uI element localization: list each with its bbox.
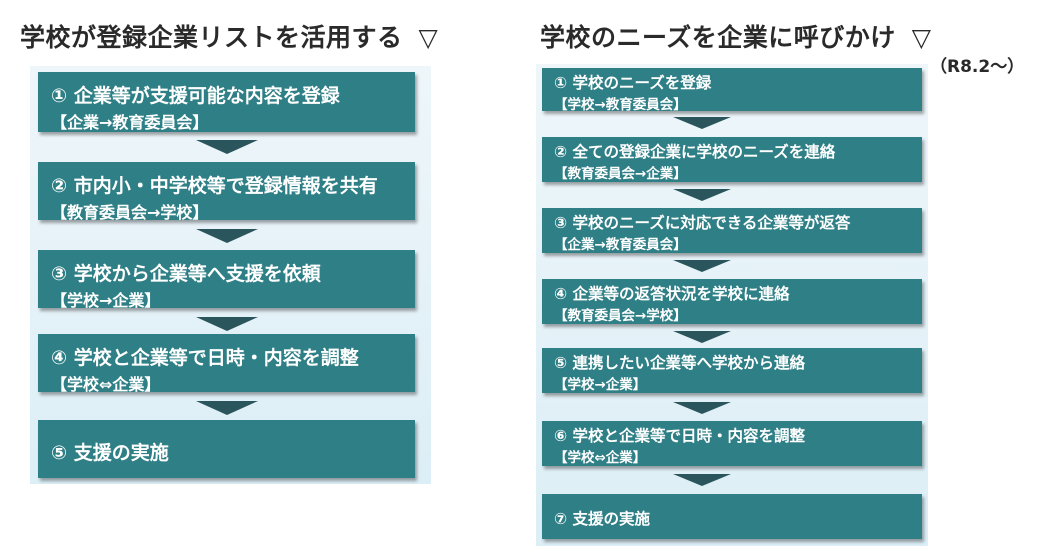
right-step-1-title: ① 学校のニーズを登録 bbox=[554, 74, 712, 92]
left-step-3-route: 【学校→企業】 bbox=[51, 291, 161, 310]
right-arrow-6 bbox=[673, 474, 731, 486]
right-flow-title-marker: ▽ bbox=[911, 23, 932, 52]
right-step-2-route: 【教育委員会→企業】 bbox=[554, 166, 687, 182]
left-step-4-route: 【学校⇔企業】 bbox=[51, 375, 161, 394]
left-step-1: ① 企業等が支援可能な内容を登録 【企業→教育委員会】 bbox=[38, 72, 415, 132]
right-step-6: ⑥ 学校と企業等で日時・内容を調整 【学校⇔企業】 bbox=[542, 421, 922, 466]
left-flow-title-marker: ▽ bbox=[418, 23, 439, 52]
right-flow-title-text: 学校のニーズを企業に呼びかけ bbox=[540, 23, 896, 52]
right-arrow-1 bbox=[673, 117, 731, 129]
right-flow-date-note: （R8.2～） bbox=[930, 57, 1025, 77]
left-step-3: ③ 学校から企業等へ支援を依頼 【学校→企業】 bbox=[38, 250, 415, 310]
right-step-2: ② 全ての登録企業に学校のニーズを連絡 【教育委員会→企業】 bbox=[542, 137, 922, 182]
left-step-2-route: 【教育委員会→学校】 bbox=[51, 203, 209, 222]
left-step-2-title: ② 市内小・中学校等で登録情報を共有 bbox=[51, 175, 378, 197]
left-step-2: ② 市内小・中学校等で登録情報を共有 【教育委員会→学校】 bbox=[38, 162, 415, 222]
right-step-5-route: 【学校→企業】 bbox=[554, 377, 647, 393]
right-step-5: ⑤ 連携したい企業等へ学校から連絡 【学校→企業】 bbox=[542, 348, 922, 393]
left-step-1-route: 【企業→教育委員会】 bbox=[51, 113, 209, 132]
left-step-1-title: ① 企業等が支援可能な内容を登録 bbox=[51, 85, 340, 107]
right-step-2-title: ② 全ての登録企業に学校のニーズを連絡 bbox=[554, 143, 836, 161]
left-step-5-title: ⑤ 支援の実施 bbox=[51, 442, 169, 464]
left-arrow-4 bbox=[196, 401, 258, 415]
left-step-5: ⑤ 支援の実施 bbox=[38, 420, 415, 478]
right-step-5-title: ⑤ 連携したい企業等へ学校から連絡 bbox=[554, 354, 806, 372]
left-step-4: ④ 学校と企業等で日時・内容を調整 【学校⇔企業】 bbox=[38, 334, 415, 394]
left-arrow-2 bbox=[196, 229, 258, 243]
right-step-6-route: 【学校⇔企業】 bbox=[554, 450, 647, 466]
right-step-4-route: 【教育委員会→学校】 bbox=[554, 308, 687, 324]
right-arrow-4 bbox=[673, 331, 731, 343]
right-step-7-title: ⑦ 支援の実施 bbox=[554, 510, 651, 528]
left-step-3-title: ③ 学校から企業等へ支援を依頼 bbox=[51, 263, 321, 285]
left-arrow-3 bbox=[196, 317, 258, 331]
right-flow-title: 学校のニーズを企業に呼びかけ ▽ bbox=[540, 18, 932, 54]
left-step-4-title: ④ 学校と企業等で日時・内容を調整 bbox=[51, 347, 359, 369]
left-flow-title: 学校が登録企業リストを活用する ▽ bbox=[20, 18, 438, 54]
right-step-6-title: ⑥ 学校と企業等で日時・内容を調整 bbox=[554, 427, 806, 445]
right-step-3-route: 【企業→教育委員会】 bbox=[554, 237, 687, 253]
left-arrow-1 bbox=[196, 140, 258, 154]
right-step-3-title: ③ 学校のニーズに対応できる企業等が返答 bbox=[554, 214, 851, 232]
right-step-1: ① 学校のニーズを登録 【学校→教育委員会】 bbox=[542, 68, 922, 113]
right-arrow-2 bbox=[673, 189, 731, 201]
right-step-3: ③ 学校のニーズに対応できる企業等が返答 【企業→教育委員会】 bbox=[542, 208, 922, 253]
right-step-1-route: 【学校→教育委員会】 bbox=[554, 97, 687, 113]
right-arrow-3 bbox=[673, 260, 731, 272]
right-arrow-5 bbox=[673, 402, 731, 414]
right-step-4-title: ④ 企業等の返答状況を学校に連絡 bbox=[554, 285, 790, 303]
right-step-7: ⑦ 支援の実施 bbox=[542, 494, 922, 539]
right-step-4: ④ 企業等の返答状況を学校に連絡 【教育委員会→学校】 bbox=[542, 279, 922, 324]
left-flow-title-text: 学校が登録企業リストを活用する bbox=[20, 23, 403, 52]
